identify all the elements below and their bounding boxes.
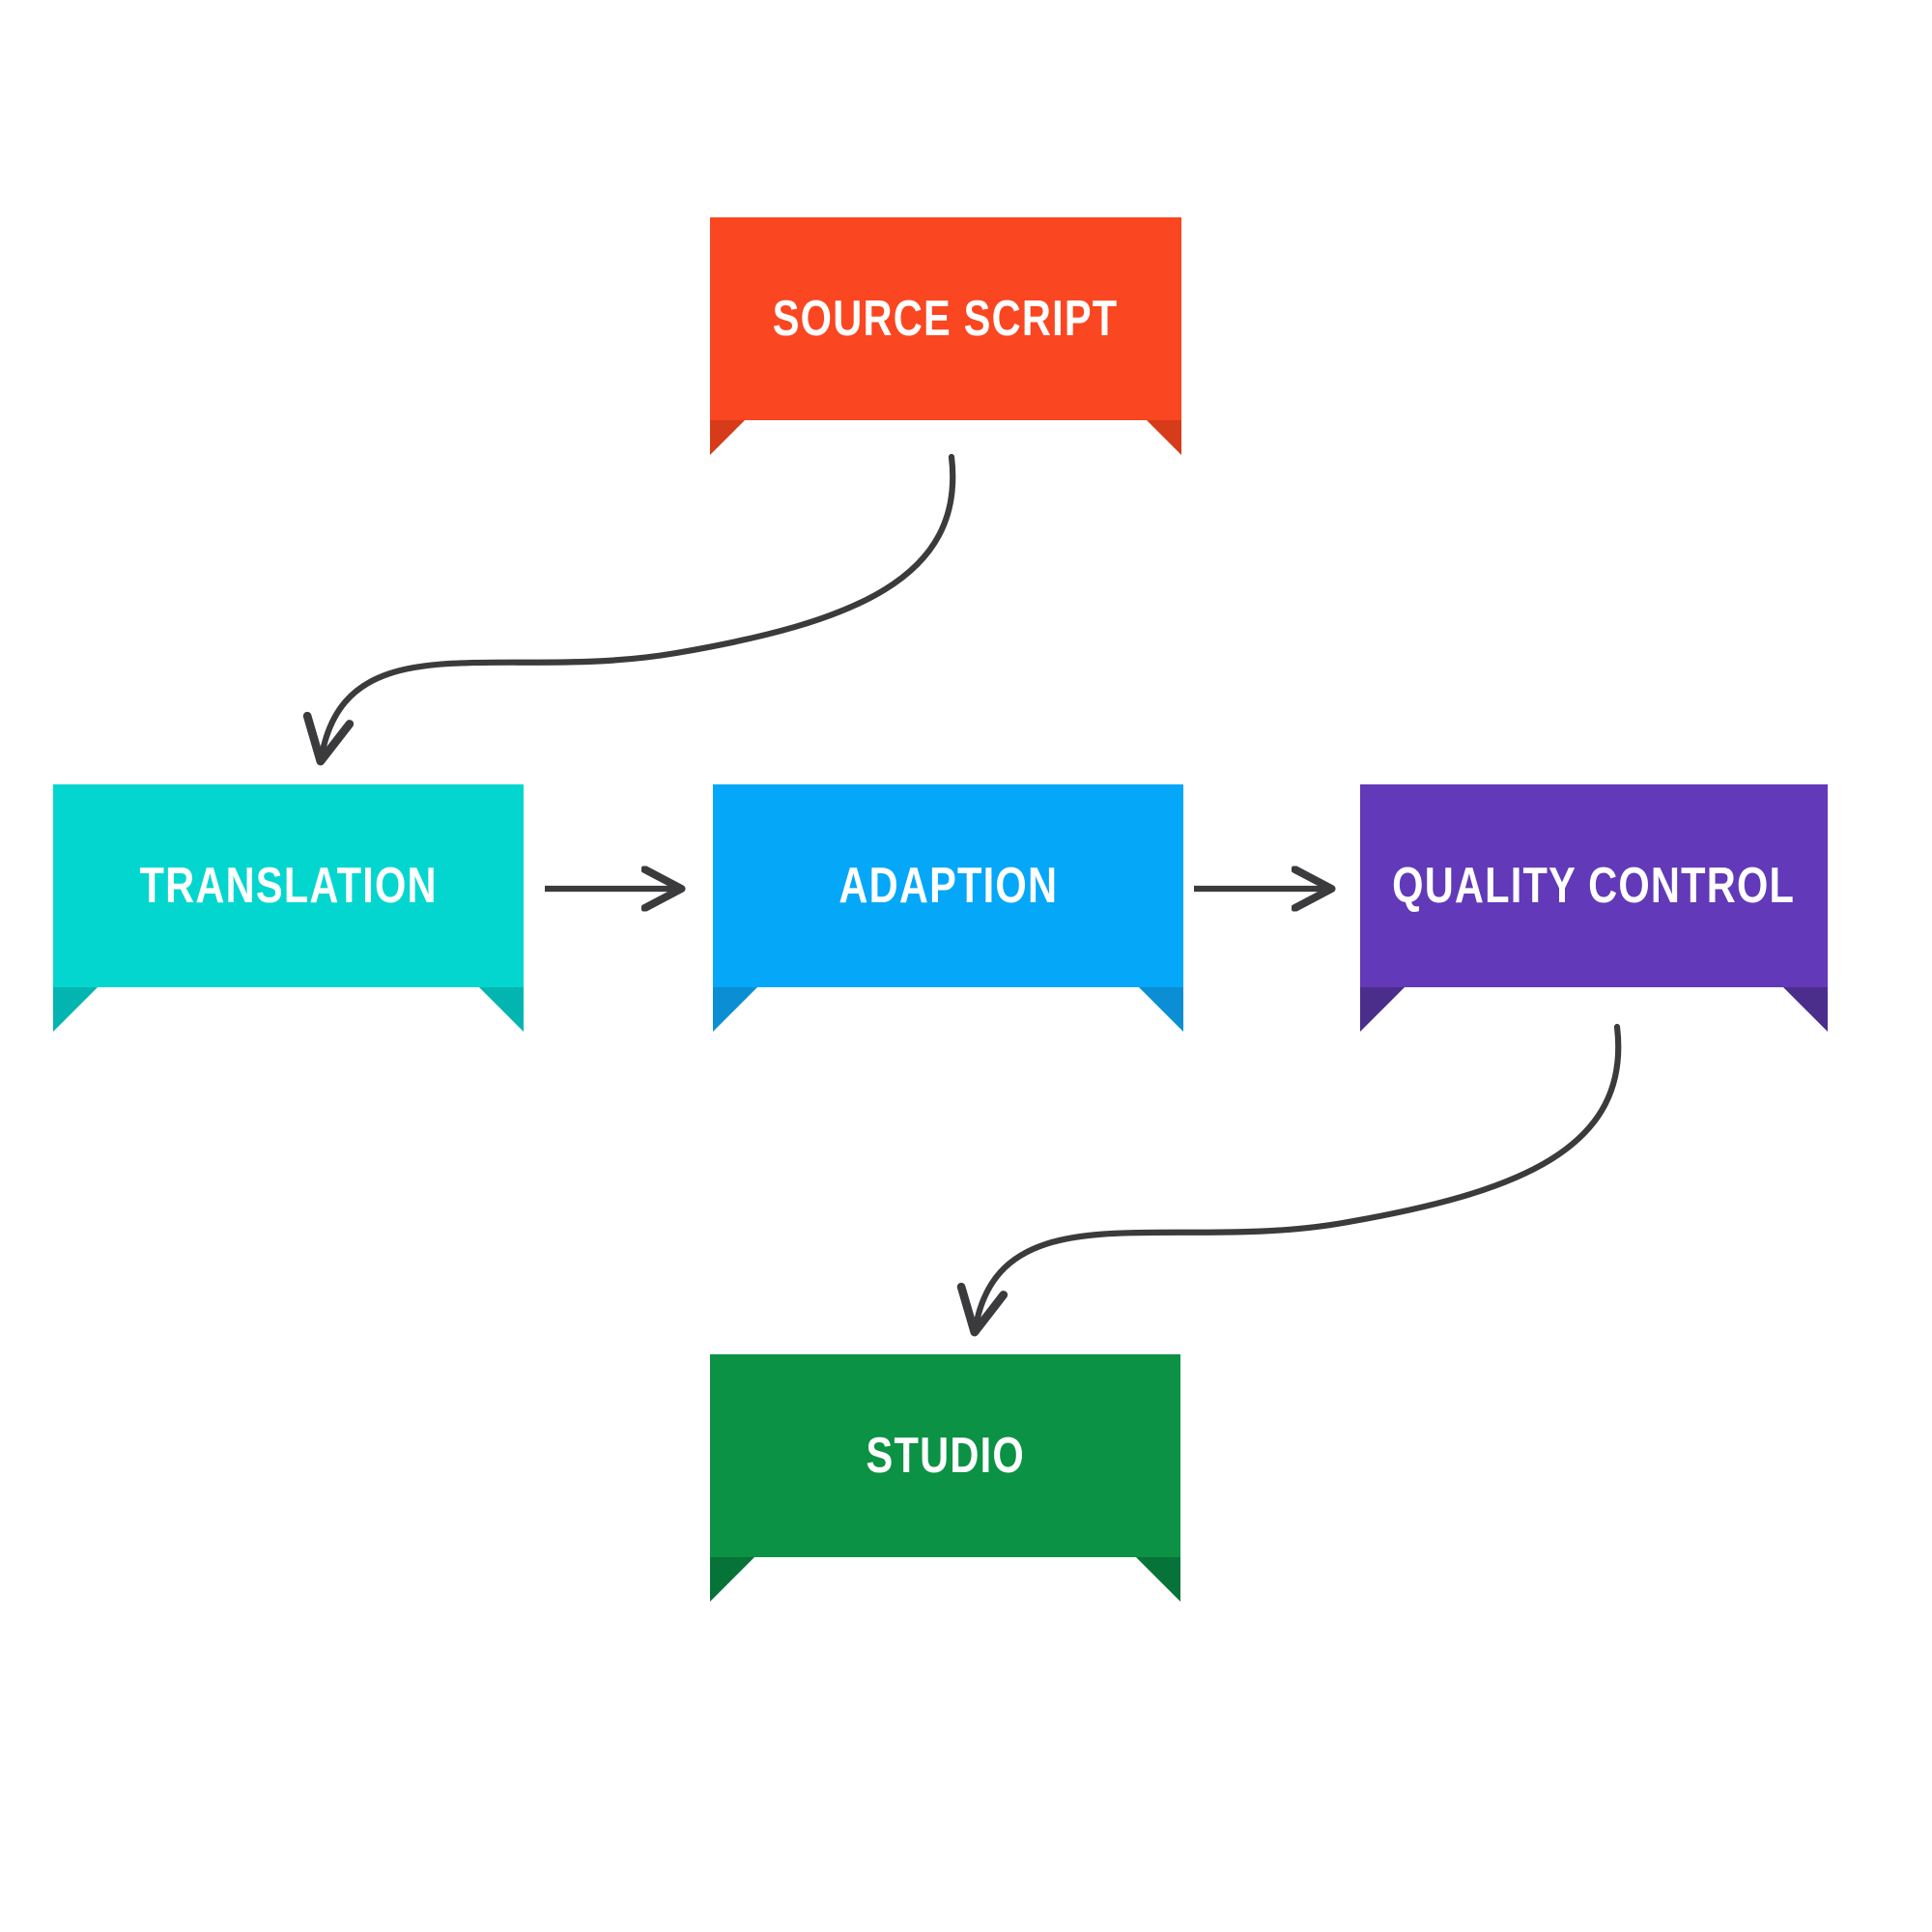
- node-adaption[interactable]: ADAPTION: [713, 784, 1183, 1032]
- node-translation-fold-right: [479, 987, 524, 1032]
- node-adaption-label: ADAPTION: [838, 858, 1058, 914]
- node-source-script-body: SOURCE SCRIPT: [710, 217, 1181, 420]
- node-quality-control-body: QUALITY CONTROL: [1360, 784, 1828, 987]
- node-translation-label: TRANSLATION: [139, 858, 438, 914]
- node-translation-body: TRANSLATION: [53, 784, 524, 987]
- node-source-script-fold-left: [710, 420, 745, 455]
- node-adaption-fold-right: [1139, 987, 1183, 1032]
- node-studio-fold-right: [1136, 1557, 1180, 1602]
- node-quality-control-fold-left: [1360, 987, 1405, 1032]
- node-quality-control[interactable]: QUALITY CONTROL: [1360, 784, 1828, 1032]
- node-translation-fold-left: [53, 987, 98, 1032]
- node-quality-control-label: QUALITY CONTROL: [1392, 858, 1796, 914]
- connector-quality-control-to-studio: [956, 1023, 1622, 1337]
- node-adaption-body: ADAPTION: [713, 784, 1183, 987]
- node-translation[interactable]: TRANSLATION: [53, 784, 524, 1032]
- node-studio-body: STUDIO: [710, 1354, 1180, 1557]
- node-adaption-fold-left: [713, 987, 757, 1032]
- node-studio-label: STUDIO: [866, 1428, 1025, 1484]
- connector-source-script-to-translation: [302, 453, 956, 766]
- node-source-script-fold-right: [1147, 420, 1181, 455]
- node-studio-fold-left: [710, 1557, 754, 1602]
- node-source-script-label: SOURCE SCRIPT: [773, 291, 1119, 347]
- node-studio[interactable]: STUDIO: [710, 1354, 1180, 1602]
- node-quality-control-fold-right: [1783, 987, 1828, 1032]
- node-source-script[interactable]: SOURCE SCRIPT: [710, 217, 1181, 455]
